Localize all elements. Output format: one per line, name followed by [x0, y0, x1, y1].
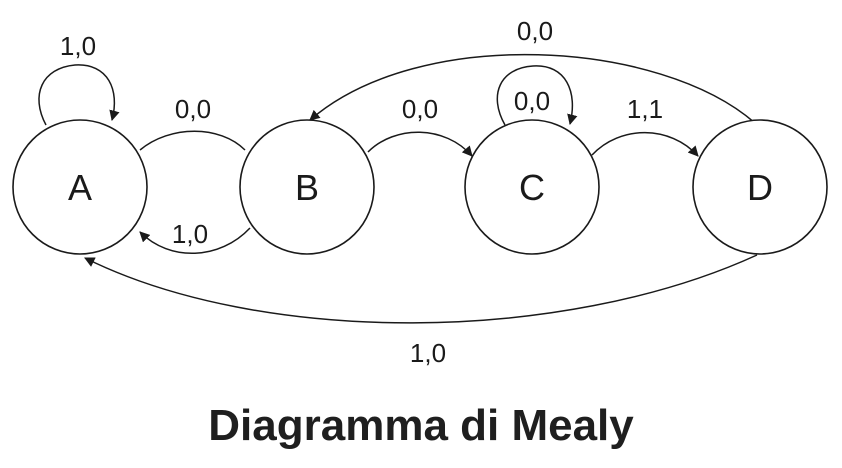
edge-label-a-to-b: 0,0: [175, 94, 211, 124]
edge-d-to-b: [309, 53, 756, 124]
mealy-state-diagram: 1,0 0,0 1,0 0,0 0,0 1,1 0,0 1,0 A B C D: [12, 16, 828, 368]
edge-label-b-to-c: 0,0: [402, 94, 438, 124]
diagram-caption: Diagramma di Mealy: [208, 401, 634, 450]
edge-b-to-c: [367, 131, 473, 157]
state-c: C: [464, 119, 600, 255]
edge-a-self-loop: [38, 64, 120, 126]
state-d: D: [692, 119, 828, 255]
state-c-label: C: [519, 167, 545, 208]
state-c-circle: [464, 119, 600, 255]
state-b-circle: [239, 119, 375, 255]
state-d-circle: [692, 119, 828, 255]
state-b: B: [239, 119, 375, 255]
edge-b-to-a: [139, 227, 251, 254]
state-a: A: [12, 119, 148, 255]
state-b-label: B: [295, 167, 319, 208]
edge-a-to-b: [139, 130, 246, 151]
state-a-label: A: [68, 167, 92, 208]
edge-label-b-to-a: 1,0: [172, 219, 208, 249]
edge-d-to-a: [84, 254, 758, 324]
edge-label-c-to-d: 1,1: [627, 94, 663, 124]
edge-label-c-self: 0,0: [514, 86, 550, 116]
edge-c-self-loop: [496, 65, 578, 126]
edge-c-to-d: [591, 131, 699, 157]
edge-label-d-to-b: 0,0: [517, 16, 553, 46]
edge-label-d-to-a: 1,0: [410, 338, 446, 368]
edge-label-a-self: 1,0: [60, 31, 96, 61]
state-a-circle: [12, 119, 148, 255]
state-d-label: D: [747, 167, 773, 208]
